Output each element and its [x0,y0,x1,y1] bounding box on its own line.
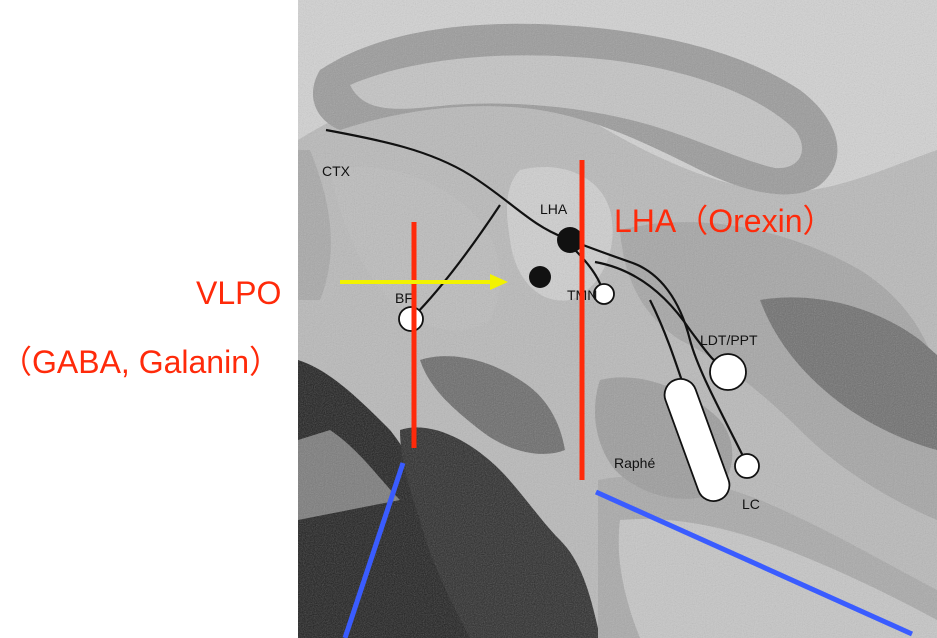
vlpo-subtitle: （GABA, Galanin） [0,346,281,378]
lc-nucleus [735,454,759,478]
label-lha: LHA [540,201,568,217]
brain-section-image [298,0,937,638]
vlpo-title: VLPO [196,277,281,309]
lha-nucleus [557,227,583,253]
label-ldt-ppt: LDT/PPT [700,332,758,348]
ldt-ppt-nucleus [710,354,746,390]
label-bf: BF [395,290,413,306]
label-raphe: Raphé [614,455,655,471]
bf-nucleus [399,307,423,331]
label-ctx: CTX [322,163,351,179]
label-lc: LC [742,496,760,512]
lha-orexin-label: LHA（Orexin） [614,205,835,237]
vlpo-nucleus [529,266,551,288]
